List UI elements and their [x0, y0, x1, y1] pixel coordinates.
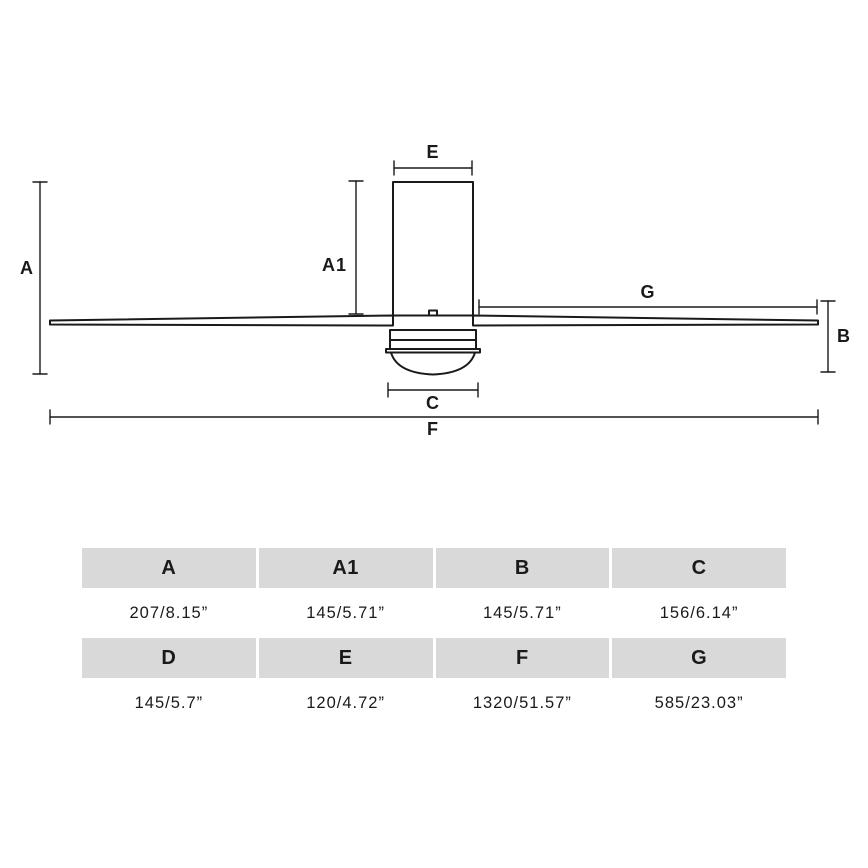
dimension-label-E: E: [426, 142, 439, 162]
dimension-G: [478, 299, 818, 315]
dimension-label-A1: A1: [322, 255, 347, 275]
table-header-cell-B: B: [435, 548, 610, 588]
dimension-E: [393, 160, 473, 176]
fan-motor-housing: [392, 181, 474, 317]
table-header-cell-A: A: [82, 548, 256, 588]
fan-dimension-diagram: E A A1 G B C F: [20, 142, 851, 439]
dimension-label-F: F: [427, 419, 439, 439]
table-header-row-1: A A1 B C: [82, 548, 786, 588]
table-header-cell-C: C: [612, 548, 786, 588]
table-value-G: 585/23.03”: [612, 678, 786, 728]
table-value-B: 145/5.71”: [435, 588, 610, 638]
table-value-row-1: 207/8.15” 145/5.71” 145/5.71” 156/6.14”: [82, 588, 786, 638]
fan-bowl-dome: [390, 351, 476, 376]
fan-bowl-rim: [385, 348, 481, 354]
table-value-row-2: 145/5.7” 120/4.72” 1320/51.57” 585/23.03…: [82, 678, 786, 728]
fan-housing-notch: [428, 309, 438, 317]
table-value-A1: 145/5.71”: [258, 588, 433, 638]
table-value-C: 156/6.14”: [612, 588, 786, 638]
table-header-cell-A1: A1: [258, 548, 433, 588]
dimension-label-A: A: [20, 258, 34, 278]
dimension-label-G: G: [640, 282, 655, 302]
dimension-label-B: B: [837, 326, 851, 346]
table-value-E: 120/4.72”: [258, 678, 433, 728]
table-header-cell-D: D: [82, 638, 256, 678]
dimension-A: [32, 181, 48, 375]
table-header-cell-E: E: [258, 638, 433, 678]
table-value-D: 145/5.7”: [82, 678, 256, 728]
dimension-A1: [348, 180, 364, 315]
fan-blade-right: [472, 314, 819, 327]
table-value-A: 207/8.15”: [82, 588, 256, 638]
fan-outline: [49, 181, 819, 376]
dimension-F: [49, 409, 819, 425]
table-value-F: 1320/51.57”: [435, 678, 610, 728]
dimension-C: [387, 382, 479, 398]
table-header-row-2: D E F G: [82, 638, 786, 678]
fan-blade-left: [49, 314, 394, 327]
dimension-label-C: C: [426, 393, 440, 413]
table-header-cell-G: G: [612, 638, 786, 678]
dimension-table: A A1 B C 207/8.15” 145/5.71” 145/5.71” 1…: [82, 548, 786, 728]
dimension-lines: [32, 160, 836, 425]
table-header-cell-F: F: [435, 638, 610, 678]
dimension-B: [820, 300, 836, 373]
